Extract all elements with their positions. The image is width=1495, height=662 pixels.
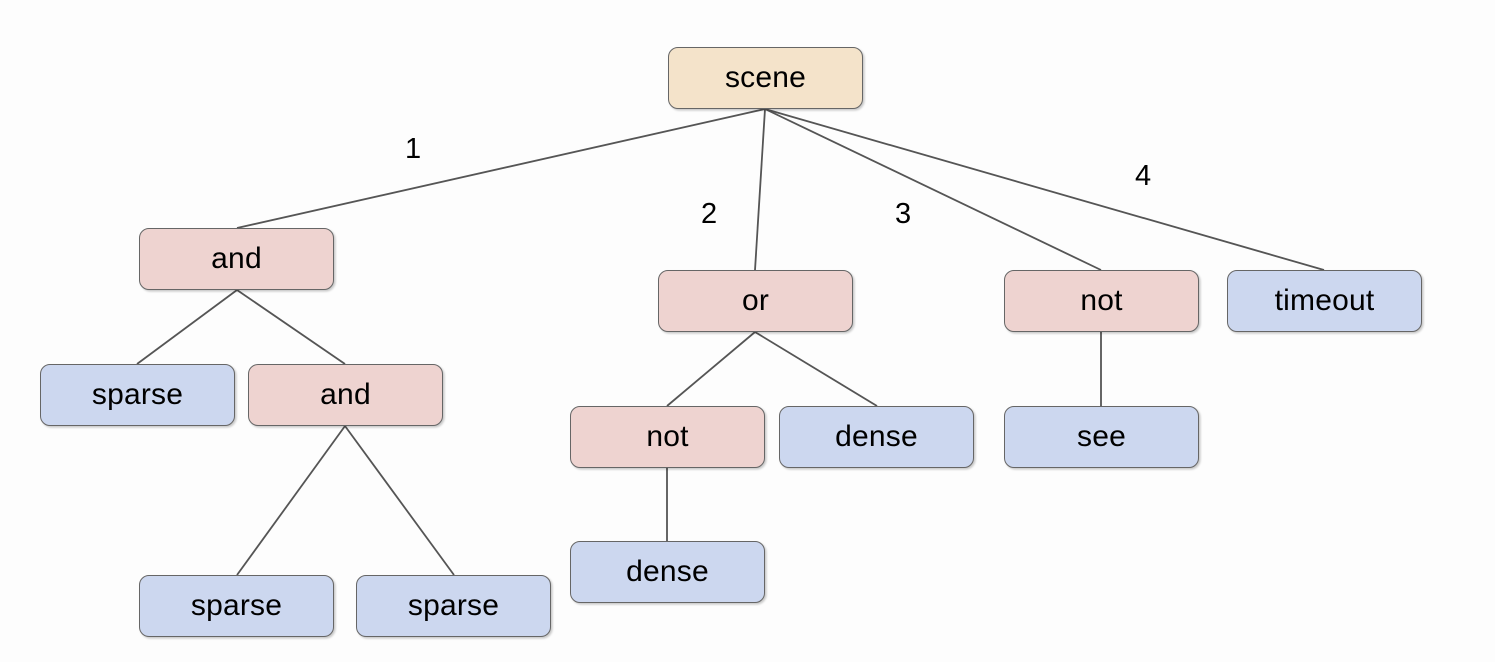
tree-edge [236,289,346,365]
tree-edge [666,331,756,407]
tree-node-timeout[interactable]: timeout [1227,270,1422,332]
tree-edge [764,108,1325,271]
tree-node-label: and [211,242,262,275]
edge-label-3: 3 [895,198,912,230]
tree-edge [764,108,1102,271]
tree-node-label: and [320,378,371,411]
tree-edge [236,425,346,576]
tree-node-see[interactable]: see [1004,406,1199,468]
tree-node-label: or [741,284,770,317]
tree-node-dense2[interactable]: dense [570,541,765,603]
tree-node-and1[interactable]: and [139,228,334,290]
tree-node-label: sparse [407,589,500,622]
edge-label-1: 1 [405,133,422,165]
tree-node-sparse1[interactable]: sparse [40,364,235,426]
tree-node-or1[interactable]: or [658,270,853,332]
edge-label-2: 2 [701,198,718,230]
edge-label-4: 4 [1135,160,1152,192]
tree-node-label: sparse [91,378,184,411]
tree-node-and2[interactable]: and [248,364,443,426]
tree-node-sparse2[interactable]: sparse [139,575,334,637]
tree-node-sparse3[interactable]: sparse [356,575,551,637]
tree-edge [754,331,878,407]
tree-edge [236,108,766,229]
tree-node-dense1[interactable]: dense [779,406,974,468]
tree-node-label: not [646,420,689,453]
tree-node-not1[interactable]: not [1004,270,1199,332]
tree-edge [136,289,238,365]
tree-node-label: dense [626,555,709,588]
tree-node-label: not [1080,284,1123,317]
tree-node-not2[interactable]: not [570,406,765,468]
tree-node-label: dense [835,420,918,453]
tree-edge [754,108,766,271]
tree-node-label: timeout [1274,284,1375,317]
tree-node-label: see [1077,420,1126,453]
tree-node-scene[interactable]: scene [668,47,863,109]
tree-node-label: sparse [190,589,283,622]
tree-node-label: scene [724,61,807,94]
tree-edge [344,425,455,576]
